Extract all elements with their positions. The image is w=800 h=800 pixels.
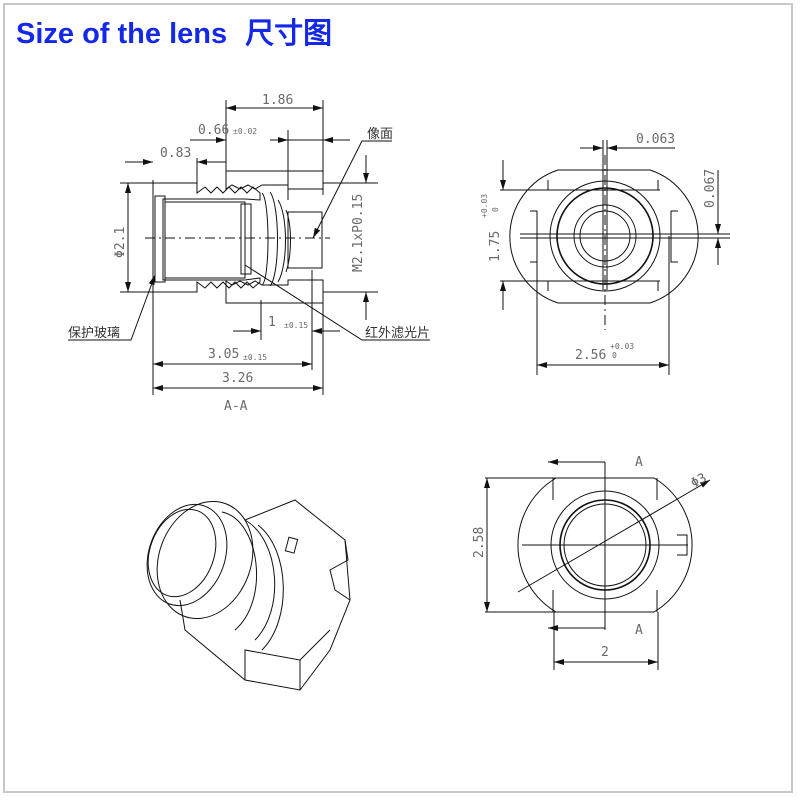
- top-view: 1.75 +0.03 0 0.063 0.067 2.56 +0.03 0: [480, 132, 730, 375]
- label-ir-filter: 红外滤光片: [365, 325, 430, 341]
- dim-2: 2: [601, 645, 609, 660]
- dim-thread: M2.1xP0.15: [351, 194, 366, 272]
- protective-glass: [154, 195, 166, 283]
- dim-1: 1: [268, 315, 276, 330]
- section-mark-top: A: [635, 455, 643, 470]
- label-protective-glass: 保护玻璃: [68, 326, 120, 341]
- front-view: A A Φ3 2.58 2: [472, 455, 711, 670]
- dim-0-067: 0.067: [703, 169, 718, 208]
- lens-stack: [164, 201, 246, 279]
- label-image-plane: 像面: [367, 127, 393, 142]
- dim-1-75-tol-lower: 0: [491, 207, 500, 212]
- title-en: Size of the lens: [16, 18, 228, 50]
- section-view: 1.86 0.66 ±0.02 0.83 Φ2.1 M2.1xP0.15 1 ±…: [68, 93, 430, 414]
- dim-1-86: 1.86: [262, 93, 293, 108]
- dim-2-56: 2.56: [575, 348, 606, 363]
- dim-2-56-tol-lower: 0: [612, 351, 617, 360]
- dim-1-tol: ±0.15: [284, 321, 308, 330]
- ir-filter: [240, 203, 252, 275]
- page-frame: [3, 3, 793, 793]
- dim-1-75-tol-upper: +0.03: [480, 194, 489, 218]
- dim-2-58: 2.58: [472, 527, 487, 558]
- dim-0-66: 0.66: [198, 123, 229, 138]
- dim-diameter-2-1: Φ2.1: [113, 227, 128, 258]
- title-cn: 尺寸图: [245, 16, 333, 50]
- dim-3-05-tol: ±0.15: [243, 353, 267, 362]
- section-mark-bottom: A: [635, 623, 643, 638]
- dim-3-05: 3.05: [208, 347, 239, 362]
- page-title: Size of the lens 尺寸图: [16, 10, 332, 52]
- dim-diameter-3: Φ3: [689, 471, 710, 492]
- isometric-view: [146, 499, 351, 691]
- dim-2-56-tol-upper: +0.03: [610, 342, 634, 351]
- dim-0-063: 0.063: [636, 132, 675, 147]
- dim-3-26: 3.26: [222, 371, 253, 386]
- dim-0-83: 0.83: [160, 146, 191, 161]
- dim-0-66-tol: ±0.02: [233, 127, 257, 136]
- section-label: A-A: [224, 399, 248, 414]
- dim-1-75: 1.75: [488, 231, 503, 262]
